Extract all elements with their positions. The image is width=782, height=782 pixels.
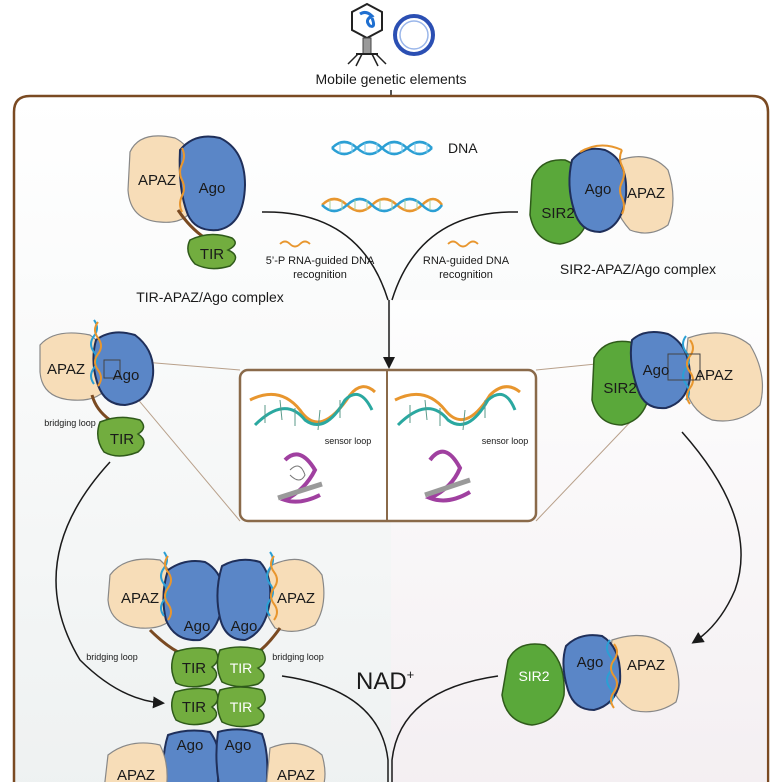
guide-dna-helix xyxy=(321,197,444,213)
apaz-label-mr: APAZ xyxy=(695,367,733,384)
tir-apaz-ago-complex xyxy=(127,135,247,270)
nad-label: NAD+ xyxy=(356,667,414,695)
recognition-left-line1: 5’-P RNA-guided DNA xyxy=(266,255,375,267)
phage-icon xyxy=(347,2,387,67)
sir2-label-tr: SIR2 xyxy=(541,205,574,222)
dna-label: DNA xyxy=(448,140,478,156)
source-label: Mobile genetic elements xyxy=(316,71,467,87)
bridging-loop-label-tet-right: bridging loop xyxy=(272,652,324,662)
sir2-label-mr: SIR2 xyxy=(603,380,636,397)
converge-right-line xyxy=(391,211,519,301)
apaz-label-tr: APAZ xyxy=(627,185,665,202)
sensor-loop-left-label: sensor loop xyxy=(325,436,372,446)
right-complex-caption: SIR2-APAZ/Ago complex xyxy=(560,261,716,277)
ago-label-ml: Ago xyxy=(113,367,140,384)
ago-label-tet4: Ago xyxy=(225,737,252,754)
guide-rna-left-icon xyxy=(279,240,311,248)
converge-left-line xyxy=(261,211,389,301)
left-complex-caption: TIR-APAZ/Ago complex xyxy=(136,289,284,305)
apaz-label-tet1: APAZ xyxy=(121,590,159,607)
ago-label-br: Ago xyxy=(577,654,604,671)
ago-label-tr: Ago xyxy=(585,181,612,198)
tir-label-tet2: TIR xyxy=(230,660,253,676)
tir-tetramer xyxy=(104,551,326,782)
ago-label-mr: Ago xyxy=(643,362,670,379)
recognition-right-line2: recognition xyxy=(439,269,493,281)
sensor-loop-right-label: sensor loop xyxy=(482,436,529,446)
tir-label-tet3: TIR xyxy=(182,699,206,716)
bridging-loop-label-tet-left: bridging loop xyxy=(86,652,138,662)
ago-label-tet2: Ago xyxy=(231,618,258,635)
apaz-label-tet4: APAZ xyxy=(277,767,315,782)
structure-left xyxy=(249,385,377,504)
sir2-apaz-ago-active xyxy=(501,634,680,726)
apaz-label-tet3: APAZ xyxy=(117,767,155,782)
apaz-label-tl: APAZ xyxy=(138,172,176,189)
plasmid-icon xyxy=(393,14,435,56)
nad-line-left xyxy=(281,675,389,782)
recognition-left-line2: recognition xyxy=(293,269,347,281)
dna-helix xyxy=(331,140,433,156)
guide-rna-right-icon xyxy=(447,240,479,248)
sir2-label-br: SIR2 xyxy=(518,668,549,684)
ago-label-tl: Ago xyxy=(199,180,226,197)
arrow-right-down xyxy=(681,431,742,644)
tir-apaz-ago-bound xyxy=(39,319,155,457)
ago-label-tet1: Ago xyxy=(184,618,211,635)
tir-label-tet4: TIR xyxy=(230,699,253,715)
apaz-label-tet2: APAZ xyxy=(277,590,315,607)
bridging-loop-label-ml: bridging loop xyxy=(44,418,96,428)
ago-label-tet3: Ago xyxy=(177,737,204,754)
tir-label-tl: TIR xyxy=(200,246,224,263)
sir2-apaz-ago-complex xyxy=(529,144,674,245)
nad-line-right xyxy=(391,675,499,782)
arrow-left-down xyxy=(55,461,165,709)
tir-label-tet1: TIR xyxy=(182,660,206,677)
recognition-right-line1: RNA-guided DNA xyxy=(423,255,510,267)
structure-right xyxy=(394,385,521,503)
apaz-label-ml: APAZ xyxy=(47,361,85,378)
sir2-apaz-ago-bound xyxy=(591,331,764,426)
apaz-label-br: APAZ xyxy=(627,657,665,674)
tir-label-ml: TIR xyxy=(110,431,134,448)
